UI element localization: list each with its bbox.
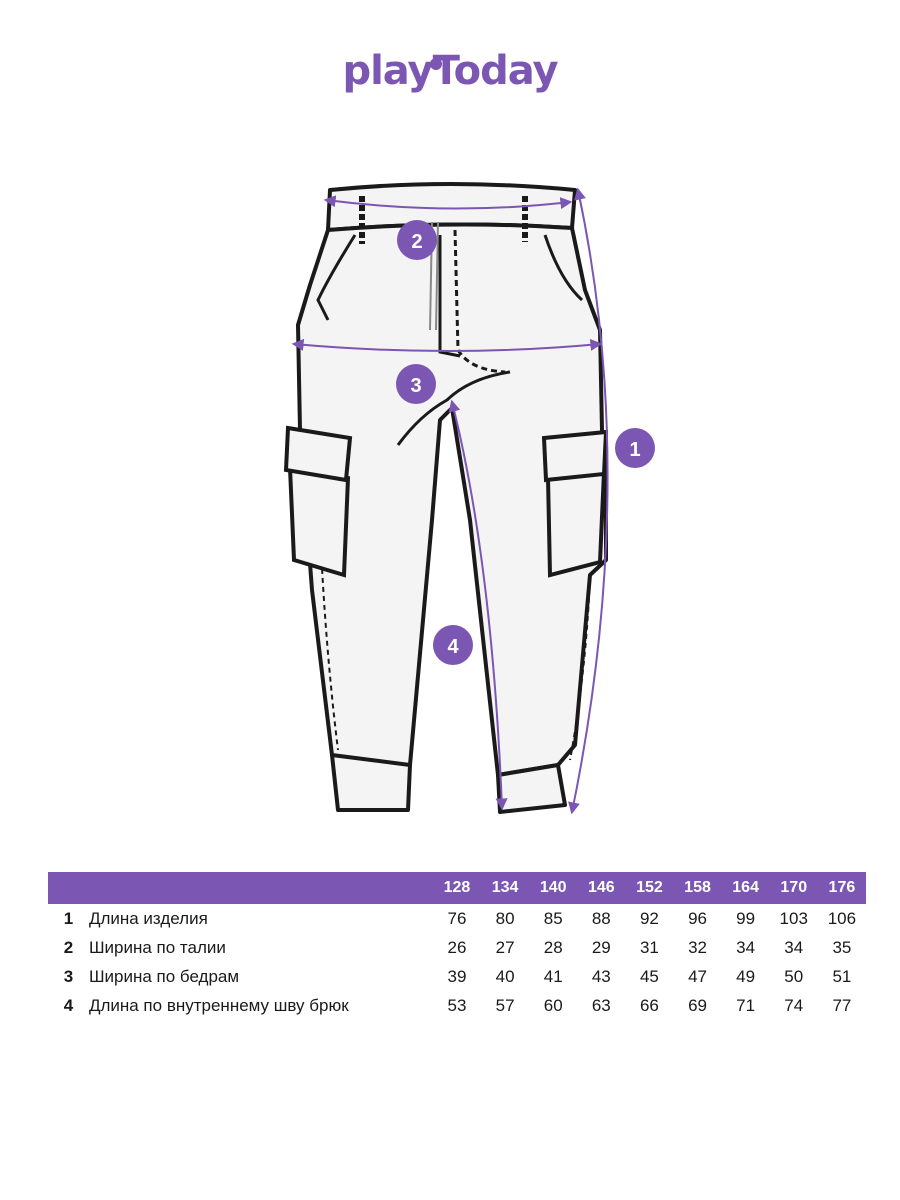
row-value: 103 [779, 908, 808, 928]
row-value: 80 [495, 908, 515, 928]
row-value: 60 [543, 995, 563, 1015]
header-spacer [48, 872, 89, 904]
row-value: 29 [591, 937, 611, 957]
size-header: 134 [491, 879, 519, 896]
measure-line-waist [323, 195, 573, 210]
svg-text:4: 4 [447, 636, 459, 658]
table-row: 3 Ширина по бедрам 39 40 41 43 45 47 49 … [48, 962, 866, 991]
row-value: 57 [495, 995, 515, 1015]
row-value: 31 [639, 937, 659, 957]
row-value: 39 [447, 966, 467, 986]
row-value: 99 [736, 908, 756, 928]
pants-technical-drawing: 1 2 3 4 [283, 182, 655, 815]
table-row: 4 Длина по внутреннему шву брюк 53 57 60… [48, 991, 866, 1020]
row-value: 88 [591, 908, 611, 928]
row-value: 32 [688, 937, 707, 957]
size-header: 140 [539, 879, 567, 896]
marker-1: 1 [615, 428, 655, 468]
row-value: 40 [495, 966, 515, 986]
row-value: 69 [688, 995, 707, 1015]
row-number: 1 [63, 908, 74, 928]
size-header: 158 [684, 879, 711, 896]
header-label-spacer [89, 872, 433, 904]
measure-line-hip [291, 338, 603, 352]
measure-line-length [568, 187, 609, 815]
svg-text:2: 2 [411, 231, 422, 253]
row-value: 43 [591, 966, 611, 986]
marker-2: 2 [397, 220, 437, 260]
row-label: Ширина по талии [88, 937, 226, 957]
row-value: 26 [447, 937, 467, 957]
row-value: 96 [688, 908, 707, 928]
row-value: 47 [688, 966, 707, 986]
measurement-lines [291, 187, 609, 815]
row-value: 41 [543, 966, 563, 986]
row-value: 34 [736, 937, 756, 957]
logo-dot [430, 58, 442, 70]
row-label: Длина по внутреннему шву брюк [88, 995, 349, 1015]
row-value: 74 [784, 995, 804, 1015]
size-header-row: 128 134 140 146 152 158 164 170 176 [48, 872, 866, 904]
marker-3: 3 [396, 364, 436, 404]
brand-name: playToday [342, 48, 558, 94]
row-value: 76 [447, 908, 467, 928]
svg-text:3: 3 [410, 375, 421, 397]
row-value: 35 [832, 937, 852, 957]
size-table: 128 134 140 146 152 158 164 170 176 1 Дл… [48, 872, 866, 1020]
size-header: 176 [828, 879, 856, 896]
row-value: 66 [639, 995, 659, 1015]
table-row: 1 Длина изделия 76 80 85 88 92 96 99 103… [48, 904, 866, 933]
row-number: 2 [63, 937, 74, 957]
row-value: 51 [832, 966, 852, 986]
row-value: 34 [784, 937, 804, 957]
row-label: Длина изделия [88, 908, 208, 928]
size-header: 164 [732, 879, 759, 896]
size-header: 146 [587, 879, 615, 896]
row-value: 106 [827, 908, 857, 928]
table-row: 2 Ширина по талии 26 27 28 29 31 32 34 3… [48, 933, 866, 962]
row-value: 45 [639, 966, 659, 986]
row-number: 4 [63, 995, 74, 1015]
measure-line-inseam [448, 399, 508, 811]
row-value: 27 [495, 937, 515, 957]
row-value: 71 [736, 995, 756, 1015]
row-value: 49 [736, 966, 756, 986]
row-number: 3 [63, 966, 74, 986]
size-header: 170 [780, 879, 808, 896]
marker-4: 4 [433, 625, 473, 665]
size-header: 128 [443, 879, 471, 896]
cargo-pocket-left [283, 425, 353, 578]
row-label: Ширина по бедрам [88, 966, 240, 986]
brand-logo: playToday [0, 48, 900, 94]
row-value: 53 [447, 995, 467, 1015]
row-value: 28 [543, 937, 563, 957]
svg-text:1: 1 [629, 439, 640, 461]
row-value: 50 [784, 966, 804, 986]
row-value: 85 [543, 908, 563, 928]
row-value: 77 [832, 995, 852, 1015]
row-value: 63 [591, 995, 611, 1015]
row-value: 92 [639, 908, 659, 928]
cargo-pocket-right [541, 429, 609, 578]
size-header: 152 [636, 879, 663, 896]
